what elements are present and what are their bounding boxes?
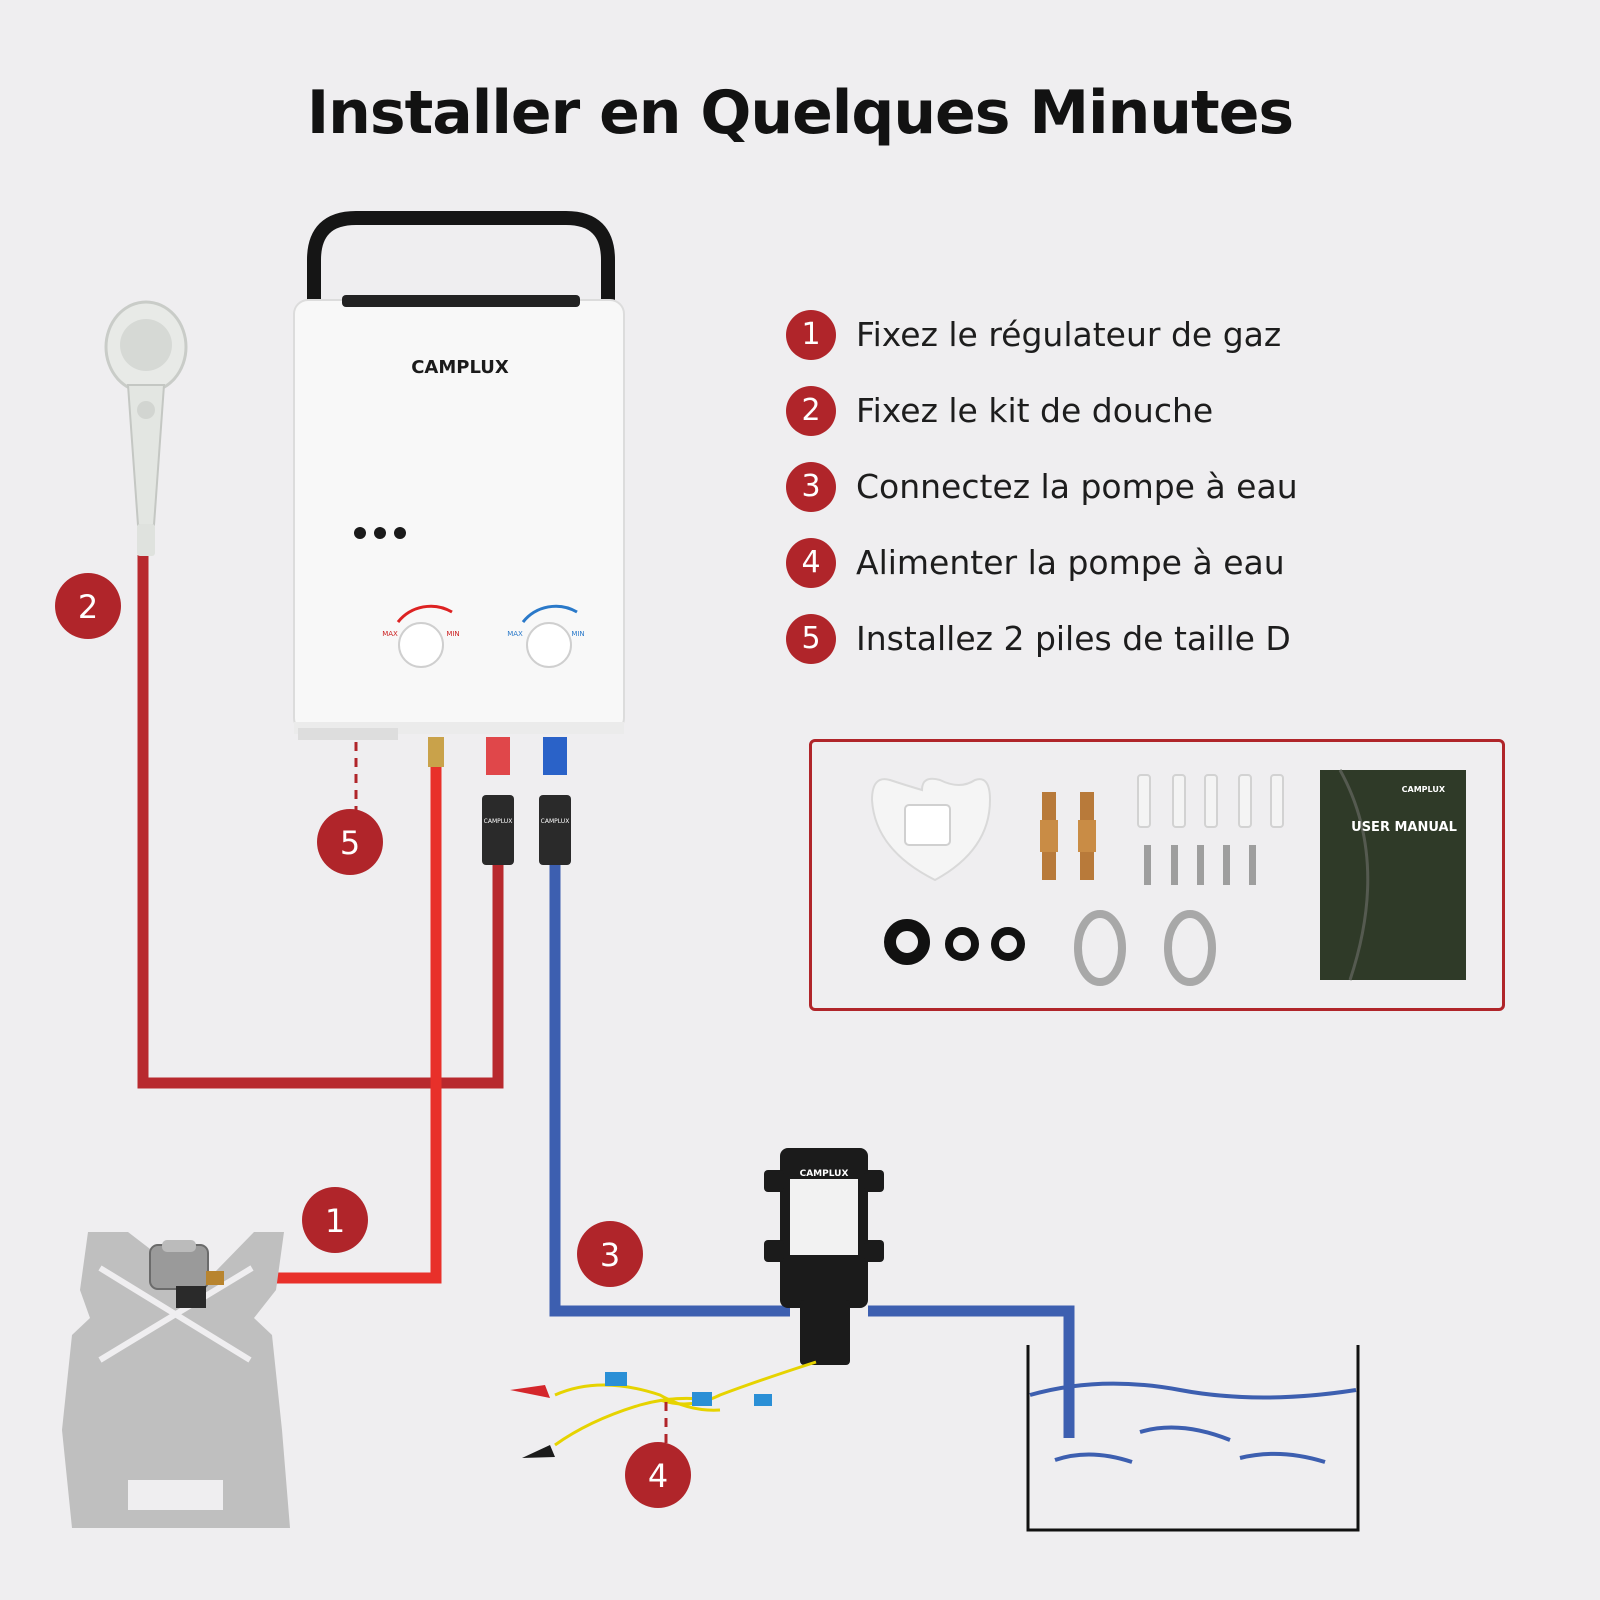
intake-pipe xyxy=(868,1305,1075,1438)
step-1-label: Fixez le régulateur de gaz xyxy=(856,315,1282,354)
gas-pipe xyxy=(230,755,442,1284)
step-5-number: 5 xyxy=(786,614,836,664)
accessory-hose-clamps xyxy=(1074,910,1216,986)
page-title: Installer en Quelques Minutes xyxy=(306,78,1294,148)
dial-cold-max: MAX xyxy=(507,630,523,638)
svg-text:CAMPLUX: CAMPLUX xyxy=(1402,785,1446,794)
accessory-anchor-bolts xyxy=(1040,792,1096,880)
marker-pump: 3 xyxy=(577,1221,643,1287)
heater-brand: CAMPLUX xyxy=(411,357,509,378)
dial-hot-min: MIN xyxy=(446,630,459,638)
water-tank xyxy=(1026,1345,1360,1532)
connector-hot-label: CAMPLUX xyxy=(484,818,513,825)
marker-battery: 5 xyxy=(317,809,383,875)
shower-pipe xyxy=(137,555,504,1089)
step-4-label: Alimenter la pompe à eau xyxy=(856,543,1285,582)
svg-text:5: 5 xyxy=(340,824,360,862)
step-2: 2 Fixez le kit de douche xyxy=(786,386,1486,436)
inlet-pipe xyxy=(549,860,790,1317)
connector-cold-label: CAMPLUX xyxy=(541,818,570,825)
marker-gas: 1 xyxy=(302,1187,368,1253)
accessory-user-manual: CAMPLUX USER MANUAL xyxy=(1320,769,1466,981)
water-pump xyxy=(764,1148,884,1365)
step-2-number: 2 xyxy=(786,386,836,436)
accessories-box xyxy=(809,739,1505,1011)
step-3-label: Connectez la pompe à eau xyxy=(856,467,1298,506)
step-4: 4 Alimenter la pompe à eau xyxy=(786,538,1486,588)
svg-text:3: 3 xyxy=(600,1236,620,1274)
pump-brand: CAMPLUX xyxy=(800,1169,849,1179)
shower-head xyxy=(104,300,188,556)
dial-hot-max: MAX xyxy=(382,630,398,638)
svg-text:4: 4 xyxy=(648,1457,668,1495)
svg-text:USER MANUAL: USER MANUAL xyxy=(1351,820,1457,835)
marker-power: 4 xyxy=(625,1442,691,1508)
step-5-label: Installez 2 piles de taille D xyxy=(856,619,1291,658)
svg-text:2: 2 xyxy=(78,588,98,626)
svg-text:1: 1 xyxy=(325,1202,345,1240)
dial-cold-min: MIN xyxy=(571,630,584,638)
power-wires xyxy=(510,1360,817,1458)
accessory-wall-plugs xyxy=(1137,774,1284,828)
gas-regulator xyxy=(149,1240,224,1308)
step-3-number: 3 xyxy=(786,462,836,512)
marker-shower: 2 xyxy=(55,573,121,639)
accessory-bracket xyxy=(870,777,992,882)
step-1-number: 1 xyxy=(786,310,836,360)
step-2-label: Fixez le kit de douche xyxy=(856,391,1214,430)
step-4-number: 4 xyxy=(786,538,836,588)
water-heater xyxy=(293,211,625,865)
step-1: 1 Fixez le régulateur de gaz xyxy=(786,310,1486,360)
accessory-washers xyxy=(884,919,1025,965)
gas-bottle xyxy=(62,1232,290,1528)
step-3: 3 Connectez la pompe à eau xyxy=(786,462,1486,512)
accessory-screws xyxy=(1144,845,1256,885)
step-5: 5 Installez 2 piles de taille D xyxy=(786,614,1486,664)
